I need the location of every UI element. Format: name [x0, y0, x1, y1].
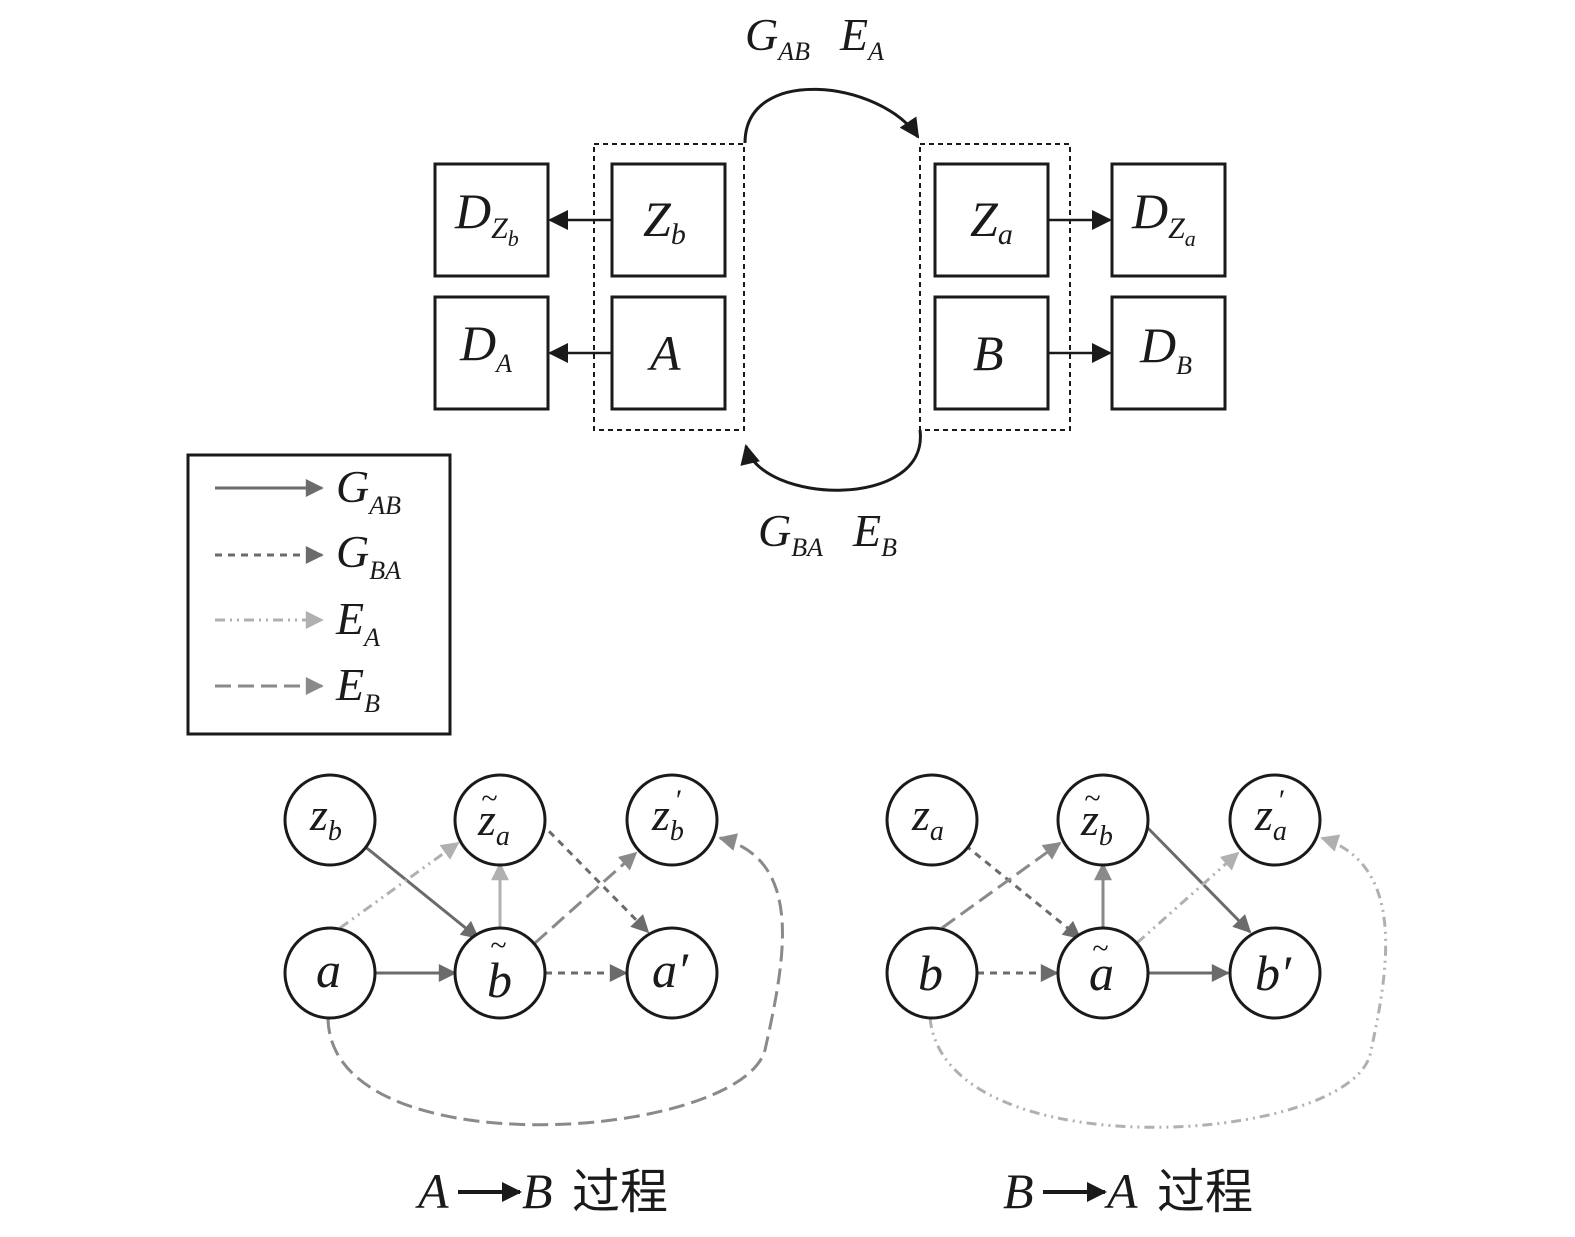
legend: GAB GBA EA EB [186, 453, 452, 736]
node-a-prime [625, 926, 719, 1020]
legend-frame [186, 453, 452, 736]
right-graph: za zb ~ za ′ b a ~ b′ B A 过程 [885, 773, 1388, 1220]
right-caption-from: B [1003, 1163, 1034, 1219]
label-d-a: DA [459, 315, 512, 378]
edge-a-to-zatilde [339, 841, 460, 930]
node-zb-prime [625, 773, 719, 867]
za-tilde-mark: ~ [481, 782, 497, 815]
legend-label-g-ab: GAB [336, 461, 401, 520]
box-d-za [1110, 162, 1227, 278]
group-b-dashed [919, 143, 1071, 431]
node-a-prime-label: a′ [652, 942, 689, 998]
node-zb-prime-label: zb [651, 789, 684, 847]
group-a-dashed [593, 143, 745, 431]
a-tilde-mark: ~ [1092, 932, 1108, 965]
node-zb-label: zb [309, 789, 342, 847]
node-b-label: b [918, 945, 943, 1001]
node-za-tilde-label: za [477, 794, 510, 852]
node-za-prime [1228, 773, 1322, 867]
box-d-b [1110, 295, 1227, 411]
edge-b-to-zaprime-curve [928, 834, 1388, 1129]
node-za [885, 773, 979, 867]
edge-zb-to-btilde [362, 843, 480, 940]
node-a [283, 926, 377, 1020]
edge-zbtilde-to-bprime [1140, 820, 1252, 934]
node-b-prime [1228, 926, 1322, 1020]
right-caption-text: 过程 [1157, 1164, 1253, 1220]
left-caption-text: 过程 [572, 1164, 668, 1220]
left-caption-to: B [522, 1163, 553, 1219]
b-tilde-mark: ~ [490, 929, 506, 962]
node-za-tilde [453, 773, 547, 867]
edge-btilde-to-zbprime [534, 851, 638, 945]
node-b-prime-label: b′ [1255, 945, 1292, 1001]
left-caption-from: A [415, 1163, 449, 1219]
left-graph: zb za ~ zb ′ a b ~ a′ A B 过程 [283, 773, 784, 1220]
right-caption-to: A [1104, 1163, 1138, 1219]
node-za-label: za [911, 789, 944, 847]
label-za: Za [970, 191, 1013, 251]
arc-top-arrow [743, 87, 920, 144]
edge-b-to-zbtilde [941, 841, 1062, 930]
label-zb: Zb [643, 191, 686, 251]
label-a: A [647, 325, 681, 381]
node-b-tilde-label: b [487, 952, 512, 1008]
edge-za-to-atilde [964, 843, 1082, 940]
node-a-tilde [1056, 926, 1150, 1020]
node-zb [283, 773, 377, 867]
za-prime-mark: ′ [1277, 784, 1284, 817]
label-d-zb: DZb [454, 183, 519, 251]
label-b: B [973, 325, 1004, 381]
edge-atilde-to-zaprime [1136, 851, 1240, 945]
left-caption: A B 过程 [415, 1163, 668, 1220]
node-b-tilde [453, 926, 547, 1020]
zb-prime-mark: ′ [674, 784, 681, 817]
node-b [885, 926, 979, 1020]
node-zb-tilde [1056, 773, 1150, 867]
legend-label-g-ba: GBA [336, 526, 401, 585]
edge-a-to-zbprime-curve [326, 833, 784, 1127]
right-caption: B A 过程 [1003, 1163, 1253, 1220]
node-zb-tilde-label: zb [1080, 794, 1113, 852]
label-d-za: DZa [1131, 183, 1196, 251]
arc-bottom-arrow [740, 429, 922, 492]
node-za-prime-label: za [1254, 789, 1287, 847]
legend-label-e-b: EB [335, 659, 380, 718]
node-a-label: a [316, 942, 341, 998]
node-a-tilde-label: a [1089, 945, 1114, 1001]
label-d-b: DB [1139, 317, 1192, 380]
zb-tilde-mark: ~ [1084, 782, 1100, 815]
legend-label-e-a: EA [335, 593, 380, 652]
